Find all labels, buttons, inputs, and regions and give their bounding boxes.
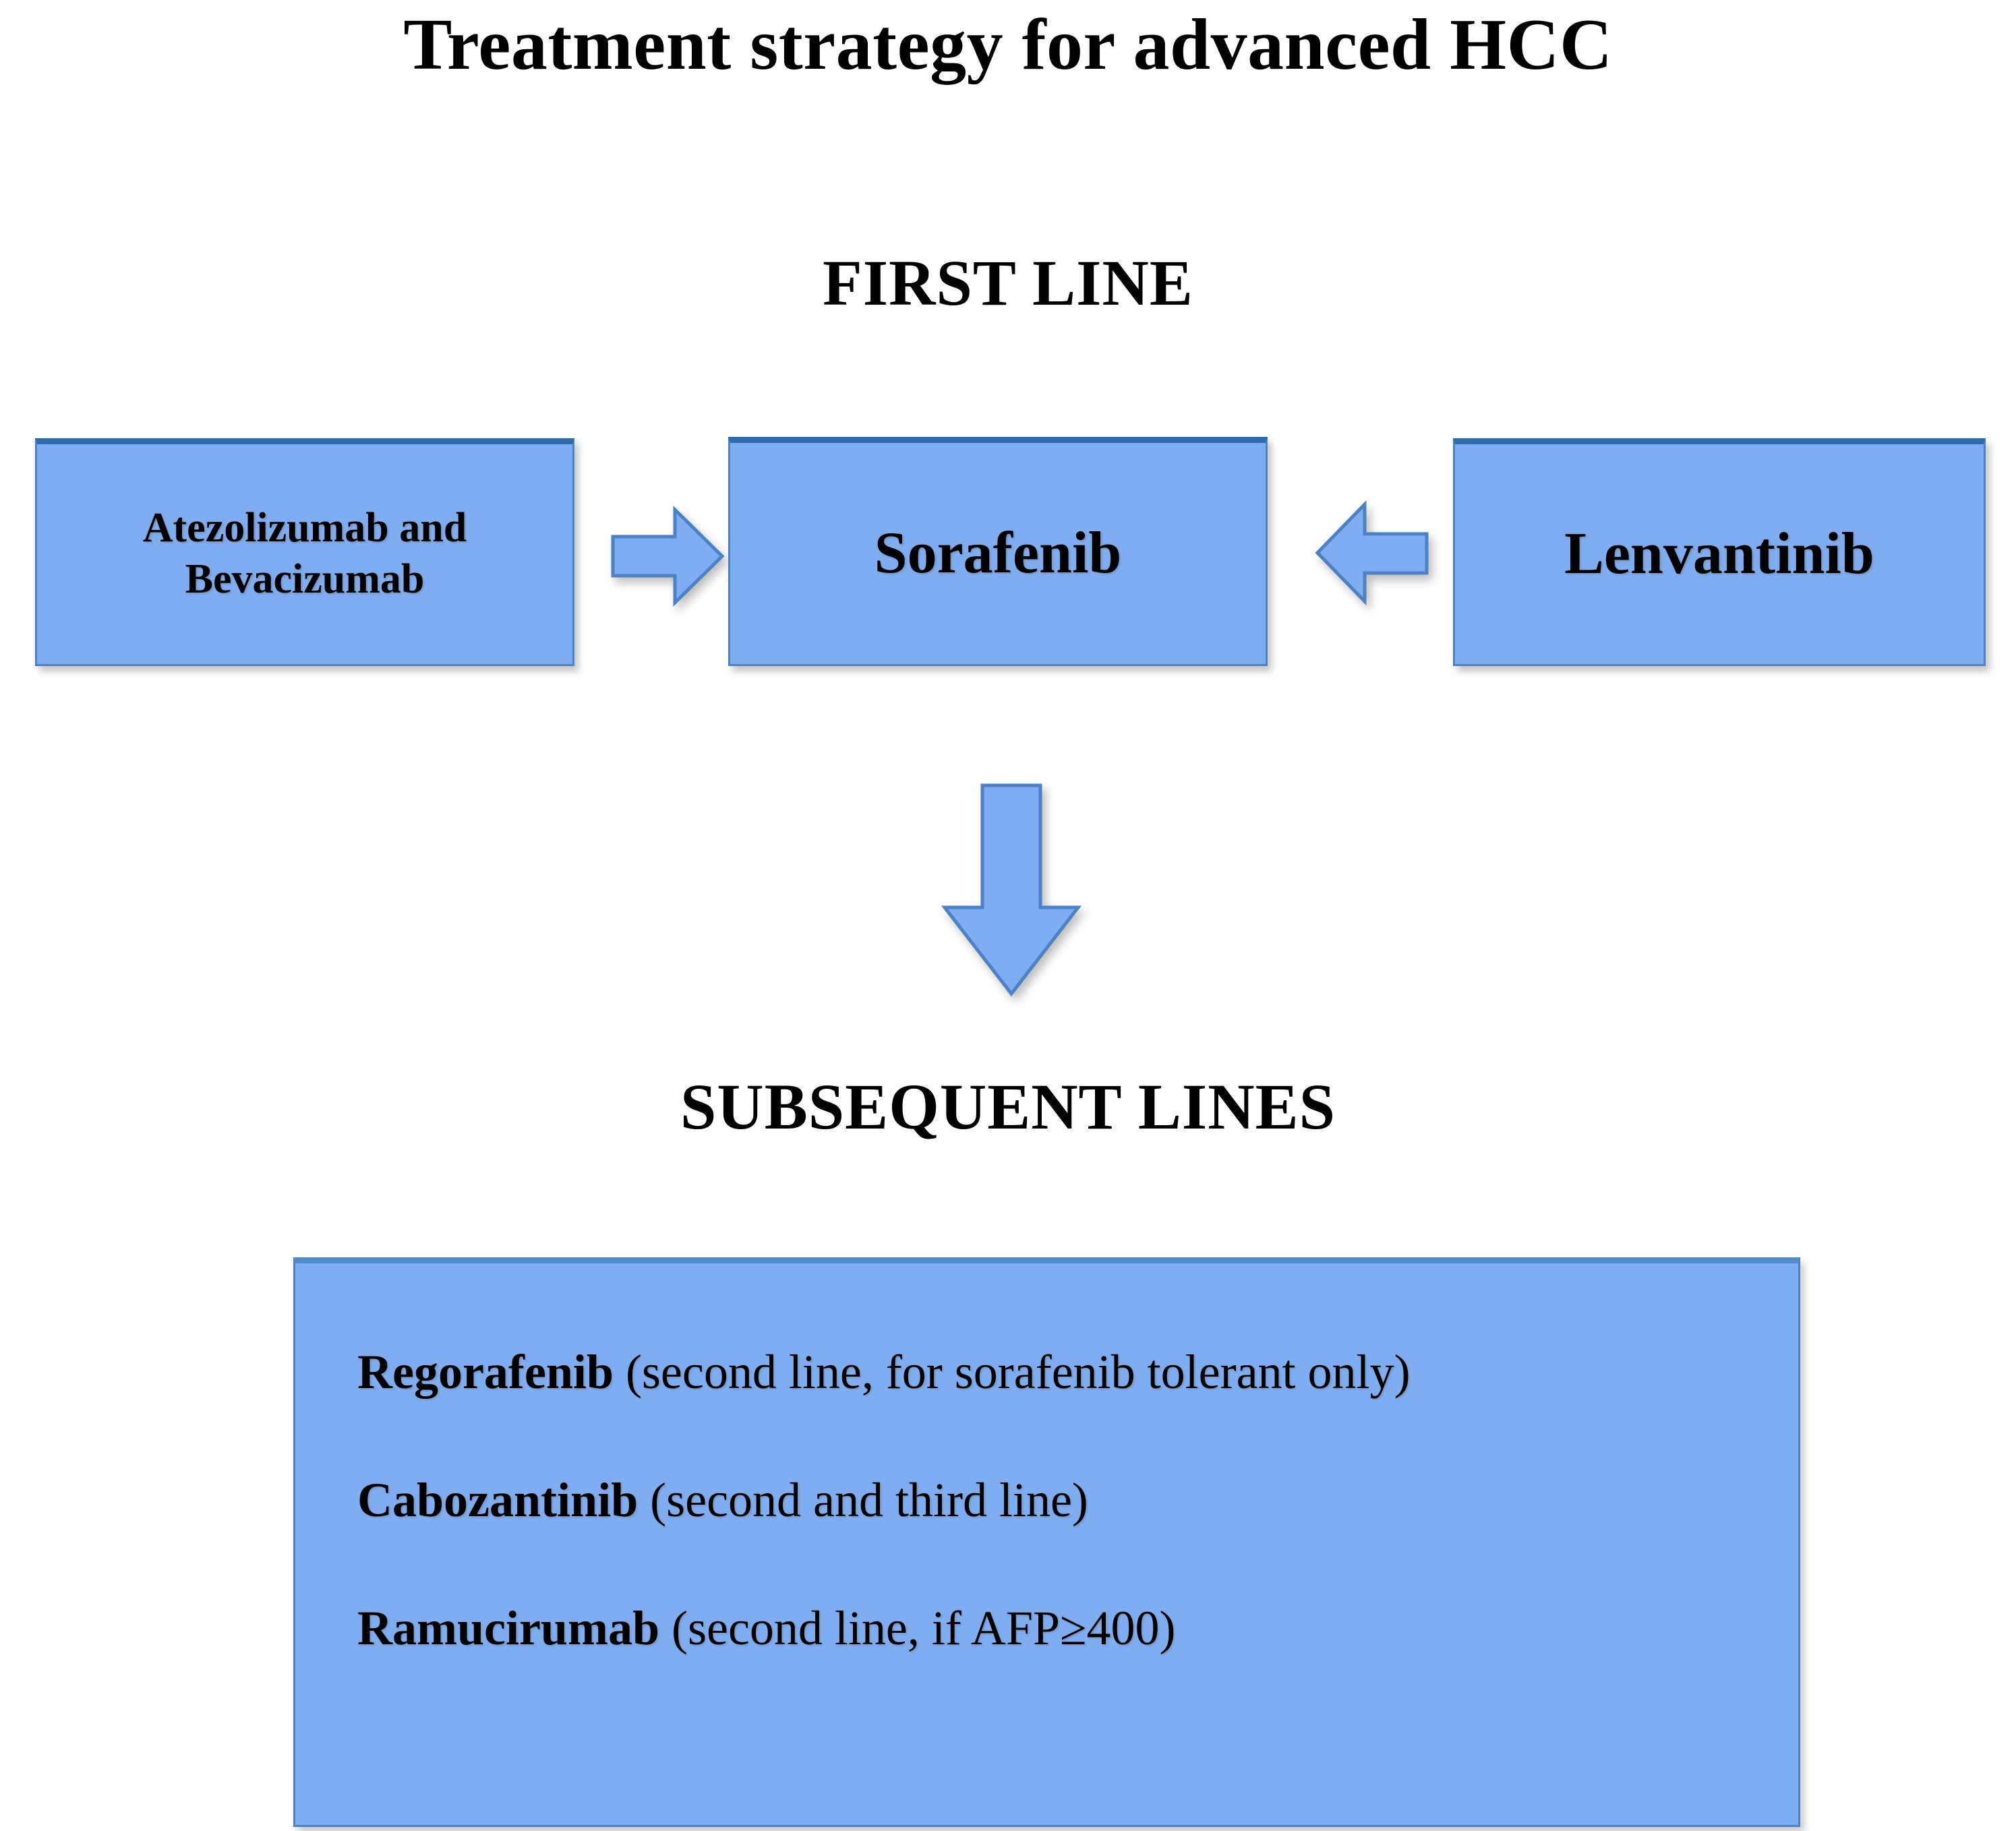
section-heading-first-line: FIRST LINE: [823, 247, 1193, 319]
therapy-drug-name: Regorafenib: [357, 1345, 614, 1399]
therapy-drug-name: Ramucirumab: [357, 1601, 659, 1655]
arrow-right-icon: [610, 506, 725, 607]
node-box-sorafenib[interactable]: Sorafenib: [728, 437, 1268, 666]
node-box-subsequent-lines[interactable]: Regorafenib (second line, for sorafenib …: [293, 1257, 1800, 1827]
list-item: Ramucirumab (second line, if AFP≥400): [357, 1604, 1771, 1652]
arrow-down-icon: [941, 782, 1082, 998]
node-label-lenvantinib: Lenvantinib: [1564, 521, 1874, 587]
therapy-detail: (second and third line): [638, 1473, 1088, 1527]
list-item: Cabozantinib (second and third line): [357, 1476, 1771, 1524]
therapy-drug-name: Cabozantinib: [357, 1473, 639, 1527]
section-heading-subsequent-lines: SUBSEQUENT LINES: [680, 1071, 1336, 1143]
list-item: Regorafenib (second line, for sorafenib …: [357, 1348, 1771, 1396]
subsequent-lines-list: Regorafenib (second line, for sorafenib …: [357, 1348, 1771, 1652]
node-box-lenvantinib[interactable]: Lenvantinib: [1453, 438, 1986, 666]
arrow-left-icon: [1315, 499, 1429, 607]
therapy-detail: (second line, if AFP≥400): [659, 1601, 1176, 1655]
node-label-sorafenib: Sorafenib: [874, 520, 1122, 587]
therapy-detail: (second line, for sorafenib tolerant onl…: [613, 1345, 1411, 1399]
figure-title: Treatment strategy for advanced HCC: [403, 5, 1613, 85]
